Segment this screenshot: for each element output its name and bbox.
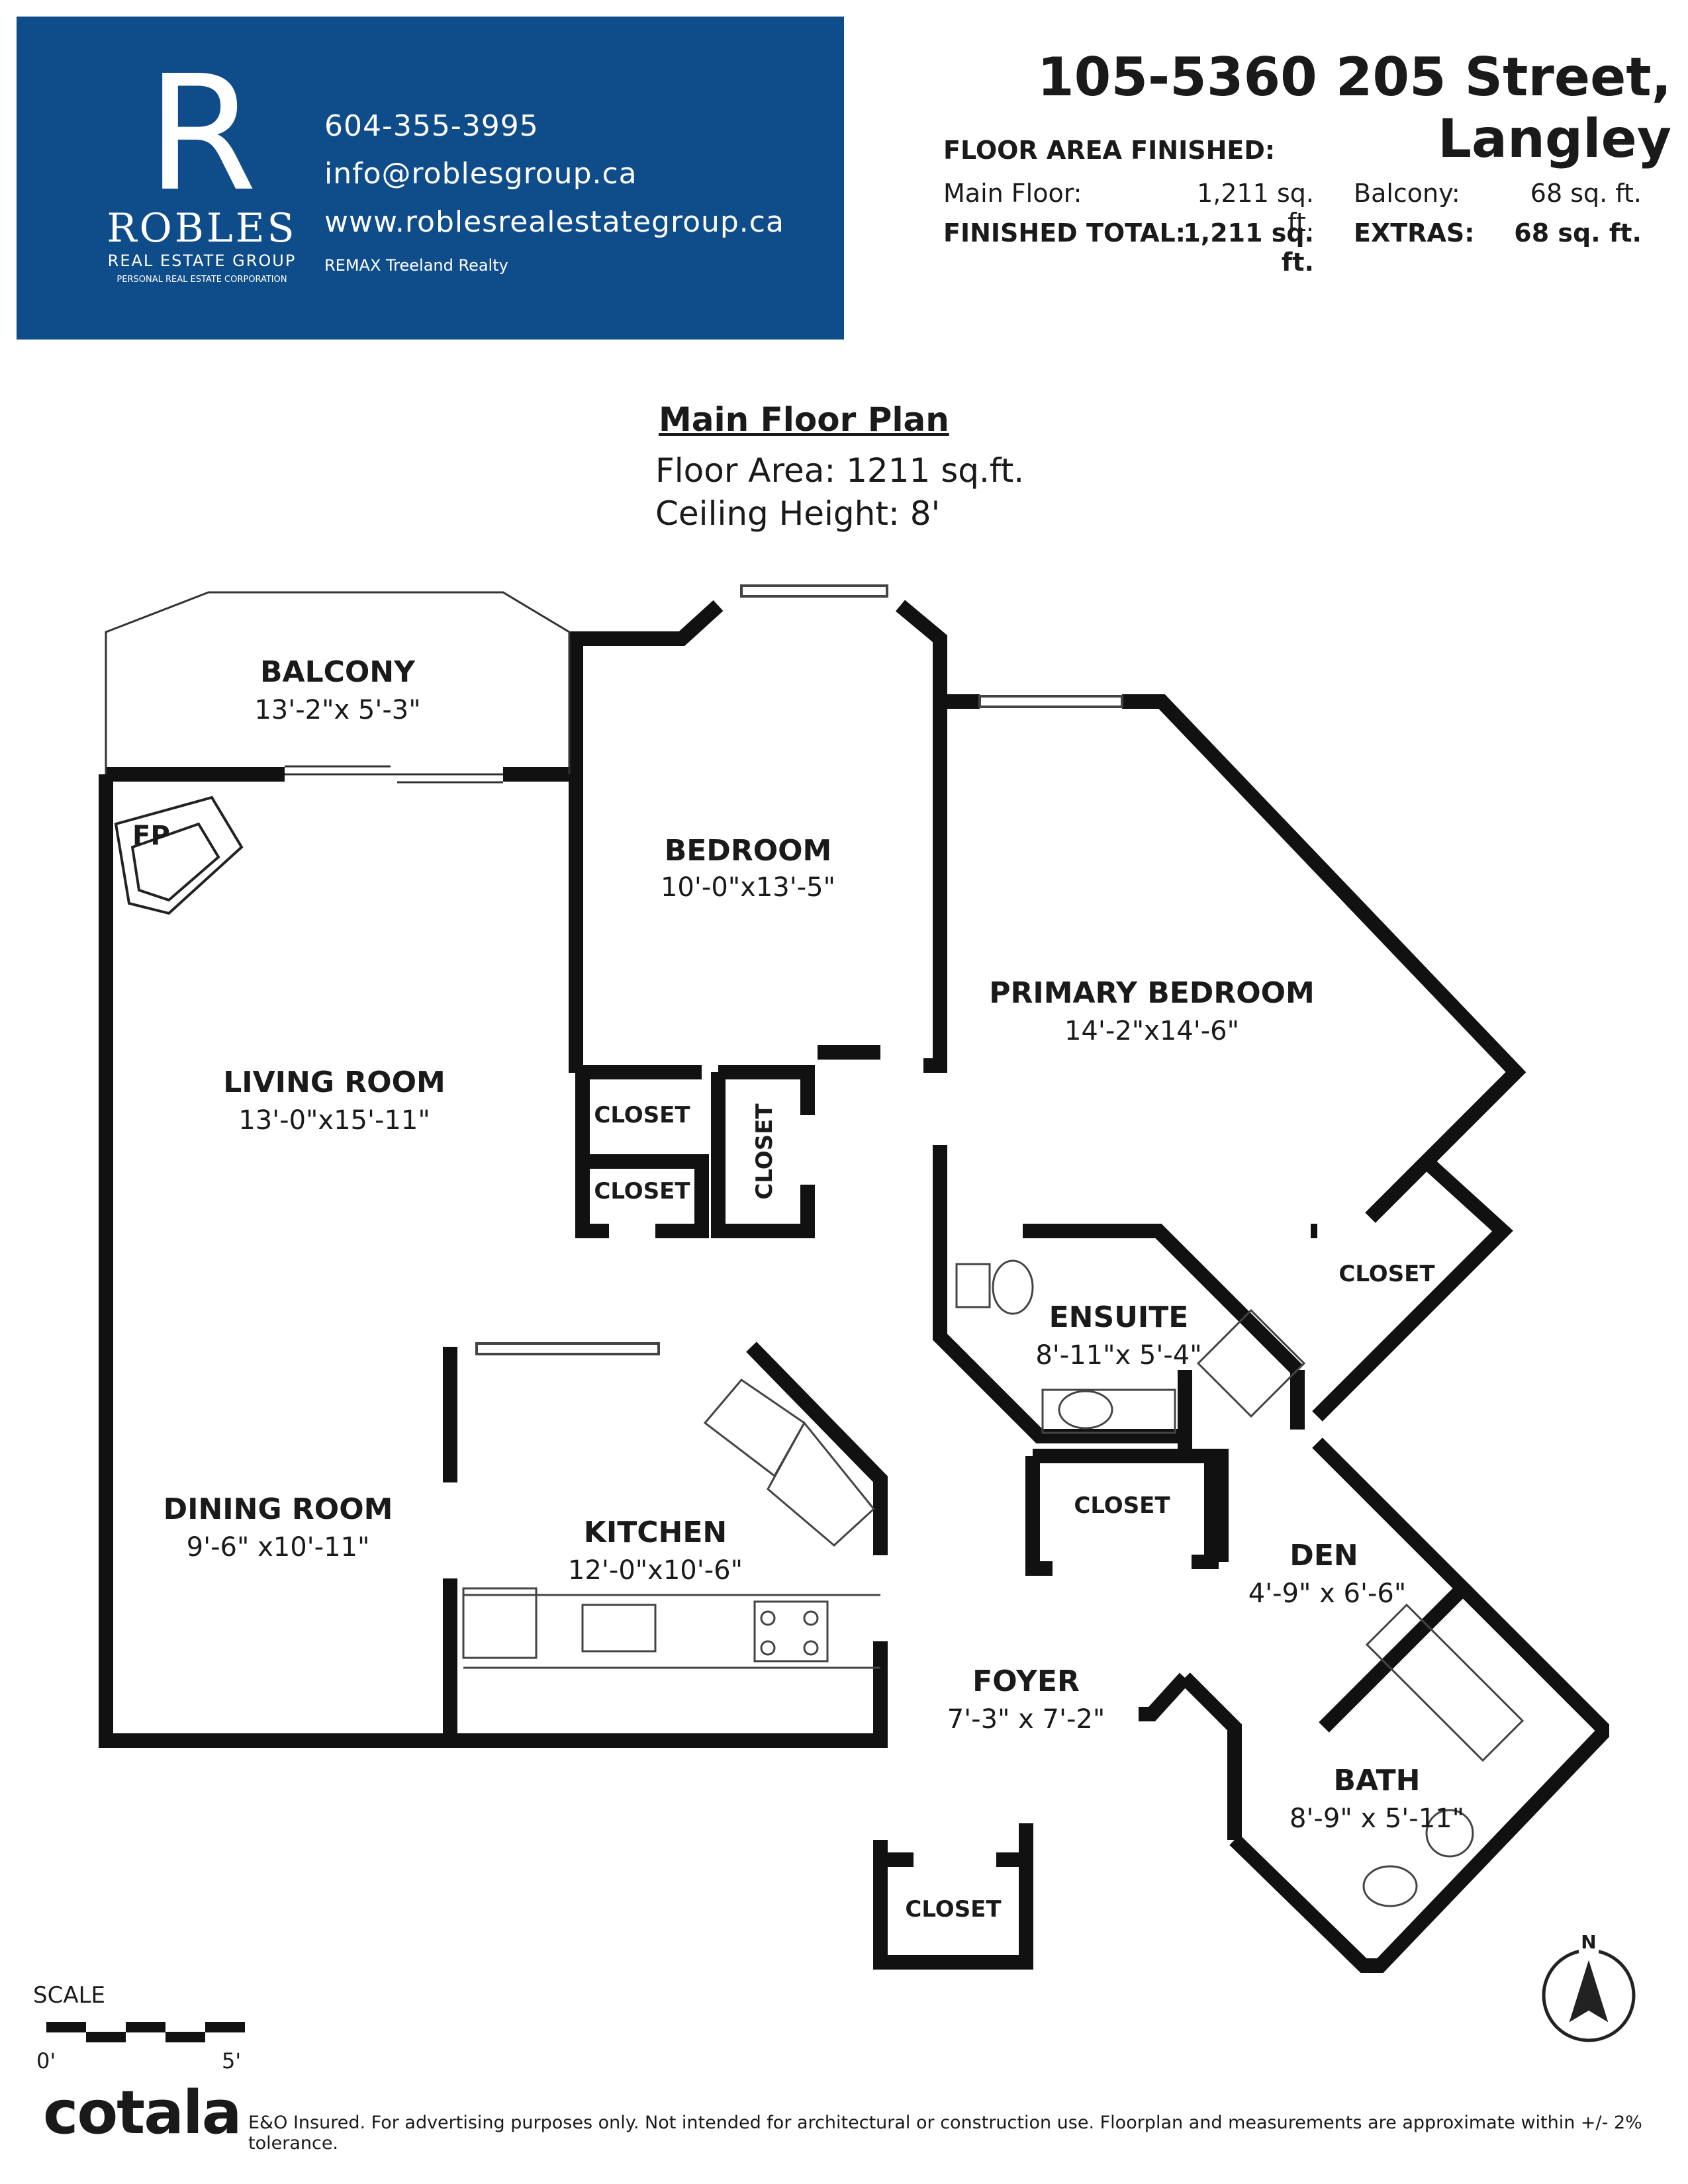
windows [475,584,1123,1355]
room-balcony-name: BALCONY [259,655,415,689]
balcony-area-value: 68 sq. ft. [1530,179,1642,208]
kitchen-fixtures [462,1378,880,1669]
room-primary-name: PRIMARY BEDROOM [989,976,1315,1010]
room-bath-name: BATH [1333,1764,1421,1797]
extras-label: EXTRAS: [1354,218,1475,248]
scale-max: 5' [222,2048,242,2073]
room-closet-hall-name: CLOSET [1074,1492,1170,1519]
footer-disclaimer: E&O Insured. For advertising purposes on… [248,2113,1642,2154]
brand-tagline: REAL ESTATE GROUP [107,251,297,270]
room-den-dims: 4'-9" x 6'-6" [1248,1578,1407,1609]
wall-ensuite-top [1023,1224,1303,1375]
room-ensuite-name: ENSUITE [1049,1300,1189,1334]
wall-ensuite-south [1178,1370,1221,1463]
room-living-dims: 13'-0"x15'-11" [238,1105,430,1136]
wall-closet-c [711,1072,815,1238]
wall-closet-b [583,1154,709,1238]
room-balcony-dims: 13'-2"x 5'-3" [254,695,421,725]
plan-walls [99,600,1609,1973]
wall-closet-foyer [873,1823,1033,1970]
wall-foyer-right [1139,1672,1191,1721]
room-closet-a-name: CLOSET [594,1102,690,1128]
brand-logo-icon: R [147,56,258,226]
wall-balcony-right [503,600,724,782]
room-closet-b-name: CLOSET [594,1178,690,1205]
wall-bedroom-west [569,774,583,1073]
room-primary-dims: 14'-2"x14'-6" [1064,1016,1240,1046]
wall-closet-primary [1312,1159,1513,1422]
wall-hall-closet-right [1192,1456,1219,1569]
scale-min: 0' [36,2048,56,2073]
property-address: 105-5360 205 Street, Langley [1037,46,1671,169]
extras-value: 68 sq. ft. [1514,218,1642,248]
plan-ceiling-height: Ceiling Height: 8' [655,494,941,533]
exterior-wall-west-south [99,774,888,1748]
balcony-area-label: Balcony: [1354,179,1460,208]
bath-fixtures [955,1259,1524,1907]
brand-name: ROBLES [107,205,297,251]
room-den-name: DEN [1289,1539,1358,1572]
brand-panel: R ROBLES REAL ESTATE GROUP PERSONAL REAL… [17,17,844,340]
wall-primary-west [933,1145,947,1238]
room-bedroom-name: BEDROOM [664,834,832,868]
contact-phone[interactable]: 604-355-3995 [324,109,539,143]
scale-label: SCALE [33,1982,106,2009]
room-foyer-name: FOYER [972,1664,1080,1698]
main-floor-label: Main Floor: [943,179,1082,208]
floor-area-heading: FLOOR AREA FINISHED: [943,136,1276,165]
balcony-outline [105,591,571,784]
finished-total-value: 1,211 sq. ft. [1183,218,1314,277]
brand-subline: PERSONAL REAL ESTATE CORPORATION [117,275,287,285]
room-bedroom-dims: 10'-0"x13'-5" [660,872,836,903]
fireplace-label: FP [132,821,170,851]
wall-kitchen-east [746,1342,888,1555]
wall-ensuite-west [933,1231,1185,1443]
room-kitchen-name: KITCHEN [583,1516,727,1549]
room-bath-dims: 8'-9" x 5'-11" [1289,1803,1464,1834]
plan-title: Main Floor Plan [659,400,949,439]
room-kitchen-dims: 12'-0"x10'-6" [567,1555,743,1586]
compass-north-label: N [1579,1931,1599,1953]
room-dining-dims: 9'-6" x10'-11" [186,1532,370,1563]
wall-bedroom-east [895,600,947,1073]
wall-closet-c-top [718,1065,815,1115]
room-closet-c-name: CLOSET [751,1103,778,1200]
wall-hall-closet [1025,1456,1053,1576]
finished-total-label: FINISHED TOTAL: [943,218,1186,248]
room-foyer-dims: 7'-3" x 7'-2" [947,1704,1105,1735]
room-living-name: LIVING ROOM [223,1066,445,1099]
svg-text:R: R [147,56,258,226]
wall-closet-west [575,1066,609,1238]
room-ensuite-dims: 8'-11"x 5'-4" [1035,1340,1202,1371]
wall-foyer-east [1180,1672,1242,1840]
room-closet-foyer-name: CLOSET [905,1896,1002,1923]
main-floor-value: 1,211 sq. ft. [1197,179,1314,237]
plan-floor-area: Floor Area: 1211 sq.ft. [655,451,1025,490]
room-dining-name: DINING ROOM [163,1492,393,1526]
contact-email[interactable]: info@roblesgroup.ca [324,157,637,191]
wall-bath [1229,1583,1609,1973]
contact-website[interactable]: www.roblesrealestategroup.ca [324,205,784,239]
room-closet-primary-name: CLOSET [1338,1261,1435,1287]
scale-bar [46,2022,245,2042]
compass-icon [1542,1948,1636,2042]
brokerage-name: REMAX Treeland Realty [324,256,508,275]
cotala-logo: cotala [43,2078,242,2148]
wall-primary-diagonal [1122,694,1526,1223]
fireplace-icon [114,796,244,915]
